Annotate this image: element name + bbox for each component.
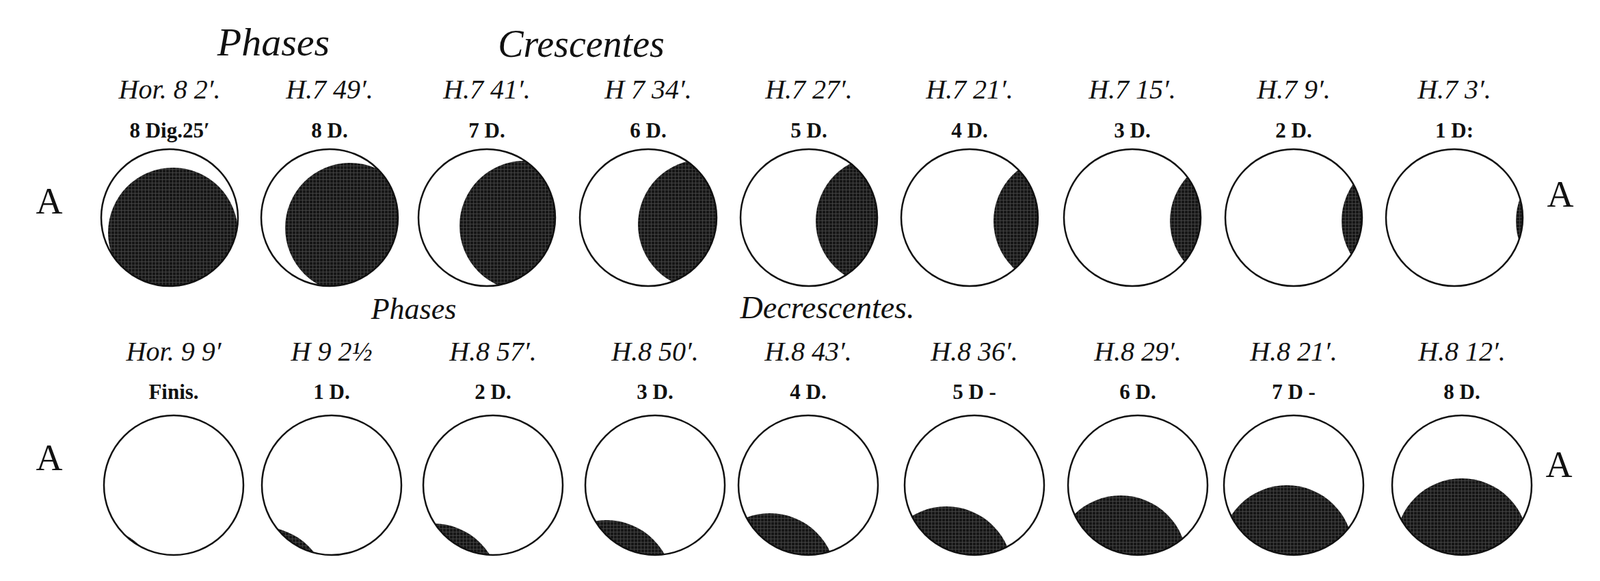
digit-label: 3 D.: [1113, 119, 1151, 141]
time-label: H.7 3′.: [1417, 75, 1492, 104]
side-marker: A: [1545, 445, 1573, 483]
digit-label: 4 D.: [951, 119, 988, 141]
time-label: H.7 21′.: [925, 75, 1014, 104]
time-label: H.8 12′.: [1418, 337, 1506, 366]
time-label: H.8 50′.: [611, 337, 699, 366]
digit-label: 1 D:: [1435, 119, 1474, 141]
digit-label: 6 D.: [629, 119, 666, 141]
time-label: H.7 41′.: [443, 75, 531, 104]
row-heading: Crescentes: [497, 24, 665, 63]
crescent-phases: [101, 149, 1600, 298]
time-label: Hor. 9 9′: [126, 337, 222, 366]
row-heading: Phases: [371, 294, 457, 325]
time-label: H.7 27′.: [765, 75, 853, 104]
digit-label: 2 D.: [474, 380, 511, 403]
time-label: H 7 34′.: [604, 75, 692, 104]
digit-label: 8 D.: [311, 119, 348, 141]
decrescent-phases: [27, 415, 1532, 581]
digit-label: 5 D -: [952, 380, 997, 403]
time-label: Hor. 8 2′.: [118, 75, 221, 104]
time-label: H.7 15′.: [1088, 75, 1177, 104]
side-marker: A: [1547, 175, 1575, 213]
row-heading: Decrescentes.: [740, 291, 915, 324]
digit-label: 8 Dig.25′: [129, 119, 210, 141]
side-marker: A: [36, 438, 63, 476]
digit-label: 6 D.: [1119, 380, 1156, 403]
time-label: H.8 43′.: [764, 337, 852, 366]
time-label: H.8 29′.: [1094, 337, 1182, 366]
digit-label: 4 D.: [789, 380, 826, 403]
digit-label: 8 D.: [1443, 380, 1480, 403]
time-label: H 9 2½: [291, 337, 373, 366]
side-marker: A: [36, 182, 63, 220]
time-label: H.8 57′.: [449, 337, 537, 366]
digit-label: 3 D.: [636, 380, 673, 403]
time-label: H.7 49′.: [285, 75, 374, 104]
digit-label: Finis.: [148, 380, 199, 403]
digit-label: 5 D.: [790, 119, 827, 141]
digit-label: 7 D -: [1271, 380, 1316, 403]
time-label: H.8 21′.: [1249, 337, 1338, 366]
row-heading: Phases: [217, 22, 330, 63]
digit-label: 1 D.: [313, 380, 350, 403]
digit-label: 7 D.: [468, 119, 505, 141]
digit-label: 2 D.: [1275, 119, 1312, 141]
time-label: H.8 36′.: [930, 337, 1019, 366]
time-label: H.7 9′.: [1256, 75, 1331, 104]
